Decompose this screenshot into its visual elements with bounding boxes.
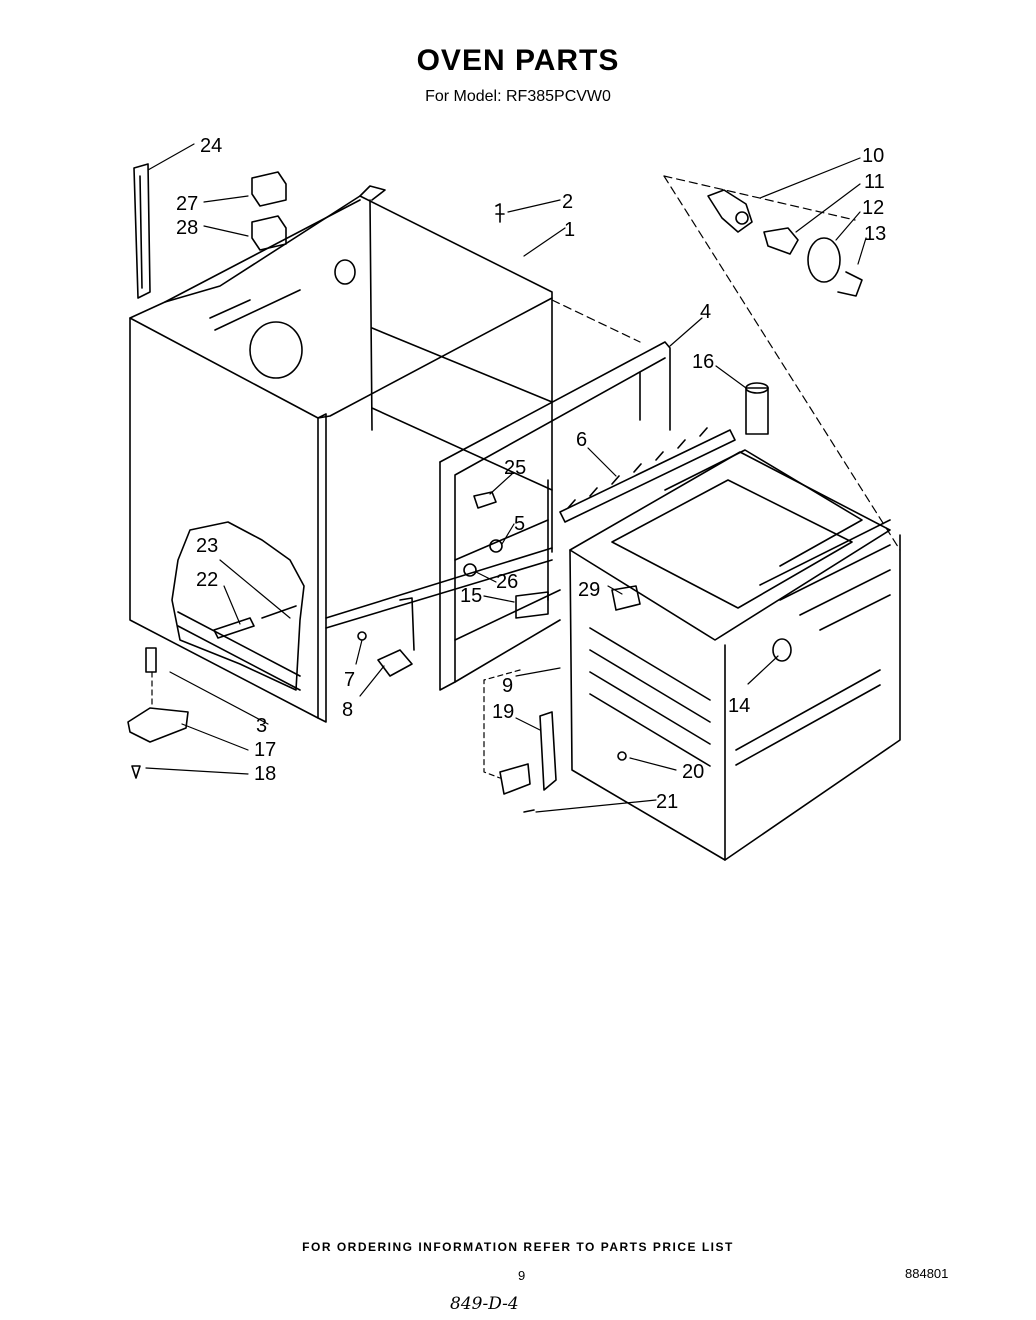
callout-19: 19	[492, 701, 514, 723]
small-parts	[127, 163, 863, 813]
document-number: 884801	[905, 1266, 949, 1281]
callout-4: 4	[700, 301, 711, 323]
cutaway-view	[171, 521, 305, 691]
callout-1: 1	[564, 219, 575, 241]
callout-27: 27	[176, 193, 198, 215]
callout-24: 24	[200, 135, 222, 157]
callout-22: 22	[196, 569, 218, 591]
callout-5: 5	[514, 513, 525, 535]
handwritten-note: 849-D-4	[450, 1294, 519, 1314]
callout-labels: 24 27 28 2 1 4 10 11 12 13 16 6 25 5 26 …	[176, 135, 886, 813]
callout-20: 20	[682, 761, 704, 783]
callout-9: 9	[502, 675, 513, 697]
oven-burner	[559, 427, 736, 523]
ordering-info-footer: FOR ORDERING INFORMATION REFER TO PARTS …	[302, 1240, 734, 1254]
callout-2: 2	[562, 191, 573, 213]
model-subtitle: For Model: RF385PCVW0	[425, 88, 611, 105]
page-number: 9	[518, 1268, 526, 1283]
callout-15: 15	[460, 585, 482, 607]
callout-29: 29	[578, 579, 600, 601]
callout-16: 16	[692, 351, 714, 373]
oven-cabinet	[129, 185, 553, 723]
callout-11: 11	[864, 171, 885, 193]
callout-25: 25	[504, 457, 526, 479]
front-frame	[439, 341, 671, 691]
callout-18: 18	[254, 763, 276, 785]
callout-12: 12	[862, 197, 884, 219]
callout-7: 7	[344, 669, 355, 691]
callout-23: 23	[196, 535, 218, 557]
leader-lines	[145, 143, 901, 813]
callout-17: 17	[254, 739, 276, 761]
callout-26: 26	[496, 571, 518, 593]
callout-13: 13	[864, 223, 886, 245]
callout-3: 3	[256, 715, 267, 737]
callout-10: 10	[862, 145, 884, 167]
callout-28: 28	[176, 217, 198, 239]
callout-21: 21	[656, 791, 678, 813]
callout-6: 6	[576, 429, 587, 451]
callout-8: 8	[342, 699, 353, 721]
page-title: OVEN PARTS	[416, 44, 620, 77]
oven-liner	[569, 449, 901, 861]
callout-14: 14	[728, 695, 750, 717]
